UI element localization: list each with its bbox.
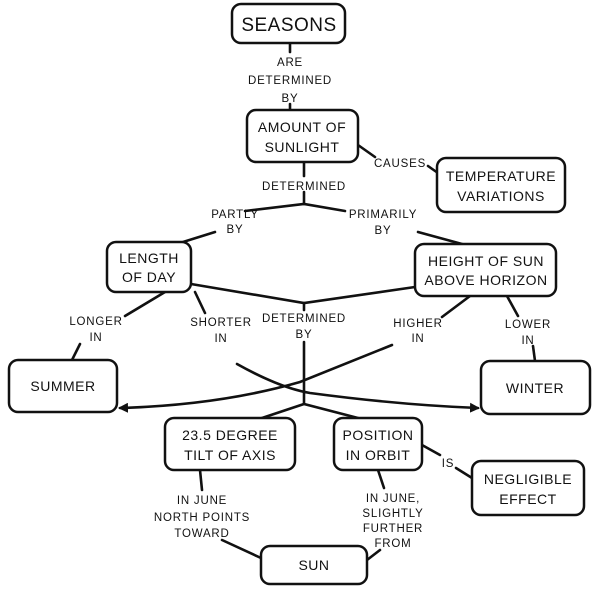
node-winter: WINTER	[479, 359, 592, 416]
svg-text:IN: IN	[89, 332, 102, 344]
svg-text:VARIATIONS: VARIATIONS	[457, 188, 545, 204]
label-determined: DETERMINED	[248, 75, 332, 87]
node-sun: SUN	[259, 544, 369, 586]
svg-text:23.5 DEGREE: 23.5 DEGREE	[182, 427, 278, 443]
svg-text:BY: BY	[375, 225, 392, 237]
svg-text:TILT OF AXIS: TILT OF AXIS	[184, 447, 276, 463]
svg-text:TOWARD: TOWARD	[174, 528, 229, 540]
label-shorter: SHORTER	[190, 317, 252, 329]
label-lower: LOWER	[505, 319, 551, 331]
label-by: BY	[282, 93, 299, 105]
label-causes: CAUSES	[374, 158, 426, 170]
label-higher: HIGHER	[393, 318, 443, 330]
svg-text:NORTH POINTS: NORTH POINTS	[154, 512, 250, 524]
svg-text:SUN: SUN	[298, 557, 329, 573]
svg-text:SUNLIGHT: SUNLIGHT	[265, 139, 340, 155]
connectors	[70, 41, 537, 562]
node-tilt-of-axis: 23.5 DEGREE TILT OF AXIS	[163, 416, 297, 472]
svg-text:FURTHER: FURTHER	[363, 523, 423, 535]
node-length-of-day: LENGTH OF DAY	[105, 240, 193, 294]
svg-text:IN: IN	[411, 333, 424, 345]
svg-text:EFFECT: EFFECT	[499, 491, 556, 507]
svg-text:IN: IN	[214, 333, 227, 345]
svg-text:FROM: FROM	[374, 538, 411, 550]
svg-text:IN ORBIT: IN ORBIT	[346, 447, 411, 463]
node-temperature-variations: TEMPERATURE VARIATIONS	[435, 156, 567, 214]
node-amount-of-sunlight: AMOUNT OF SUNLIGHT	[245, 108, 360, 164]
label-determined-2: DETERMINED	[262, 181, 346, 193]
node-position-in-orbit: POSITION IN ORBIT	[332, 416, 424, 472]
link-labels: ARE DETERMINED BY DETERMINED PARTLY BY P…	[69, 57, 551, 550]
label-is: IS	[442, 458, 454, 470]
label-determined-by: DETERMINED	[262, 313, 346, 325]
label-primarily: PRIMARILY	[349, 209, 417, 221]
svg-text:NEGLIGIBLE: NEGLIGIBLE	[484, 471, 572, 487]
label-north-points: IN JUNE	[177, 495, 227, 507]
label-longer: LONGER	[69, 316, 122, 328]
node-negligible-effect: NEGLIGIBLE EFFECT	[470, 459, 586, 517]
label-further-from: IN JUNE,	[366, 493, 420, 505]
svg-text:HEIGHT OF SUN: HEIGHT OF SUN	[428, 253, 544, 269]
svg-text:AMOUNT OF: AMOUNT OF	[258, 119, 346, 135]
node-height-of-sun: HEIGHT OF SUN ABOVE HORIZON	[413, 242, 558, 298]
svg-text:SEASONS: SEASONS	[241, 15, 336, 36]
svg-text:TEMPERATURE: TEMPERATURE	[446, 168, 556, 184]
svg-text:SUMMER: SUMMER	[30, 378, 95, 394]
svg-text:IN: IN	[521, 335, 534, 347]
label-are: ARE	[277, 57, 303, 69]
svg-text:POSITION: POSITION	[343, 427, 414, 443]
label-partly: PARTLY	[211, 209, 259, 221]
svg-text:LENGTH: LENGTH	[119, 250, 179, 266]
svg-text:BY: BY	[296, 329, 313, 341]
svg-text:SLIGHTLY: SLIGHTLY	[362, 508, 423, 520]
svg-text:OF DAY: OF DAY	[122, 269, 176, 285]
svg-text:ABOVE HORIZON: ABOVE HORIZON	[424, 272, 547, 288]
svg-text:BY: BY	[227, 224, 244, 236]
node-summer: SUMMER	[7, 358, 119, 414]
svg-text:WINTER: WINTER	[506, 380, 564, 396]
node-seasons: SEASONS	[230, 2, 347, 45]
